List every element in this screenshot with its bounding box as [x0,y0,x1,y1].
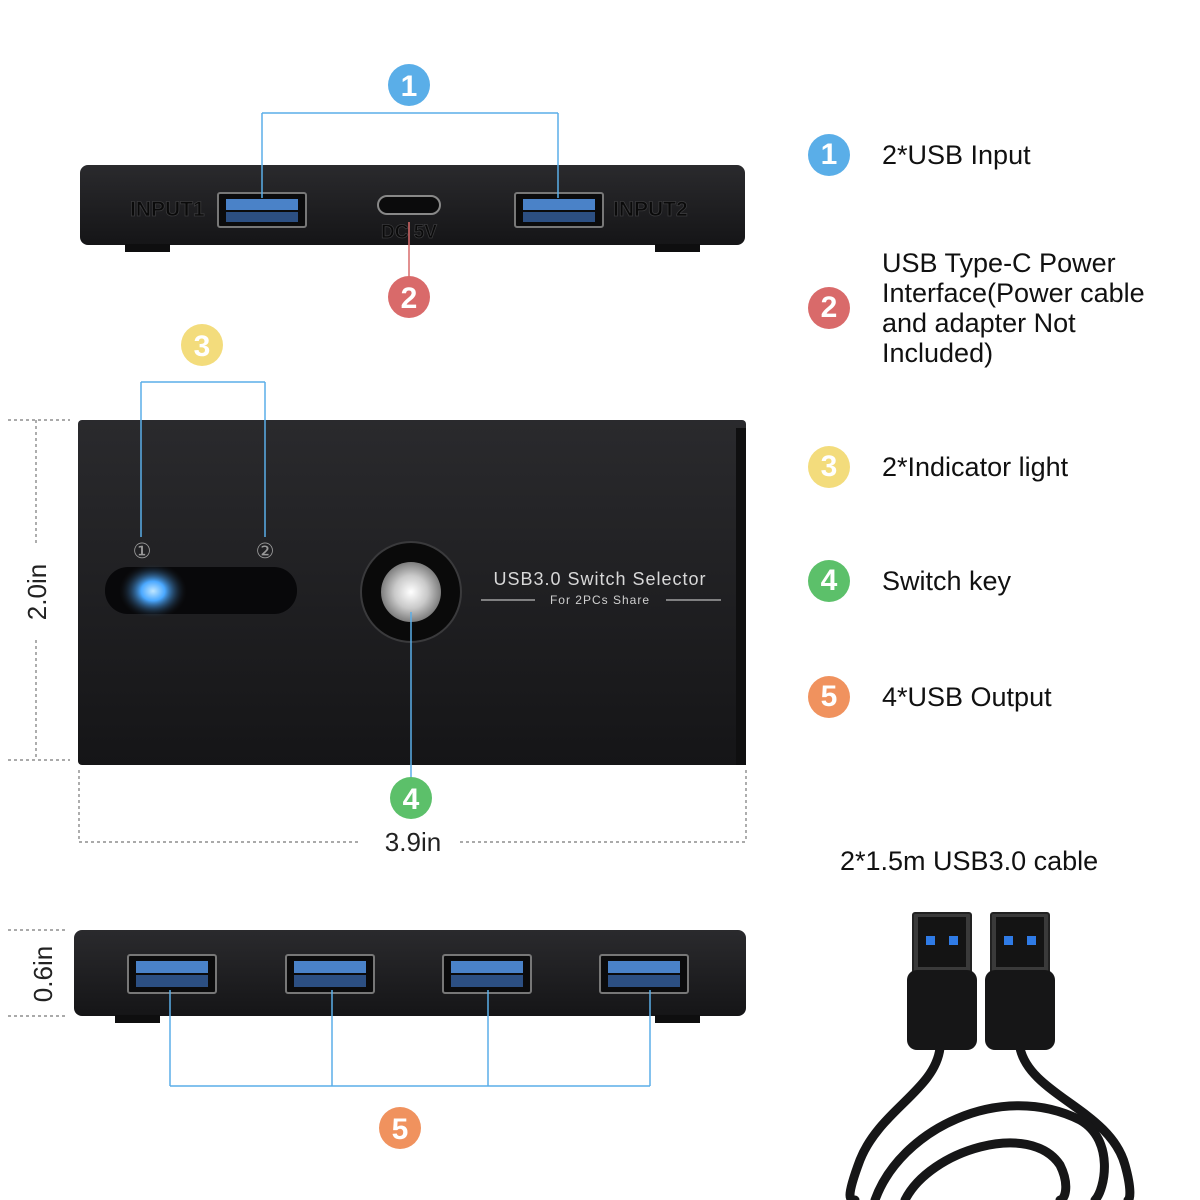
cable-title: 2*1.5m USB3.0 cable [840,846,1099,876]
top-device: INPUT1 INPUT2 DC 5V [80,165,745,252]
legend-text-5: 4*USB Output [882,682,1052,712]
legend-badge-4: 4 [808,560,850,602]
bottom-device-body [74,930,746,1016]
bottom-device-foot-left [115,1015,160,1023]
height-label: 2.0in [22,564,52,620]
legend-item-4: 4 Switch key [808,560,1011,602]
usb-output-port-3 [442,954,532,994]
legend-badge-3: 3 [808,446,850,488]
led-2-label: ② [256,539,275,563]
callout-badge-4: 4 [390,777,432,819]
main-device: ① ② USB3.0 Switch Selector For 2PCs Shar… [78,420,746,765]
legend-item-1: 1 2*USB Input [808,134,1031,176]
height-dimension [8,419,70,761]
legend-text-2: USB Type-C Power Interface(Power cable a… [882,248,1145,368]
top-device-foot-right [655,244,700,252]
svg-text:3: 3 [194,330,211,363]
svg-text:1: 1 [401,70,418,103]
legend-badge-1: 1 [808,134,850,176]
legend-badge-5: 5 [808,676,850,718]
legend-text-1: 2*USB Input [882,140,1031,170]
depth-dimension [8,929,66,1017]
callout-3-bracket [140,381,266,537]
cable-loops [845,1043,1135,1200]
main-device-side-edge [736,428,746,765]
top-device-foot-left [125,244,170,252]
legend-text-3: 2*Indicator light [882,452,1069,482]
type-c-port [377,195,441,215]
callout-5-bracket [169,990,651,1087]
callout-badge-5: 5 [379,1107,421,1149]
bottom-device [74,930,746,1023]
callout-badge-1: 1 [388,64,430,106]
callout-1-bracket [261,112,559,198]
legend-text-4: Switch key [882,566,1012,596]
usb-cable-illustration [845,912,1135,1200]
device-title: USB3.0 Switch Selector [493,569,706,589]
svg-text:2: 2 [401,282,418,315]
legend-badge-2: 2 [808,287,850,329]
width-dimension [78,770,747,843]
usb-input-port-2 [514,192,604,228]
width-label: 3.9in [385,827,441,857]
legend-item-3: 3 2*Indicator light [808,446,1068,488]
usb-output-port-1 [127,954,217,994]
usb-output-port-2 [285,954,375,994]
switch-key [381,562,441,622]
device-subtitle: For 2PCs Share [550,593,650,607]
svg-text:4: 4 [403,783,420,816]
indicator-light-1 [119,563,187,619]
svg-text:5: 5 [392,1113,409,1146]
callout-badge-2: 2 [388,276,430,318]
led-1-label: ① [133,539,152,563]
callout-badge-3: 3 [181,324,223,366]
usb-output-port-4 [599,954,689,994]
input2-label: INPUT2 [613,198,688,221]
input1-label: INPUT1 [130,198,205,221]
usb-connector-1 [907,912,977,1050]
bottom-device-foot-right [655,1015,700,1023]
usb-input-port-1 [217,192,307,228]
legend-item-2: 2 USB Type-C Power Interface(Power cable… [808,248,1145,368]
depth-label: 0.6in [28,946,58,1002]
usb-connector-2 [985,912,1055,1050]
legend-item-5: 5 4*USB Output [808,676,1052,718]
